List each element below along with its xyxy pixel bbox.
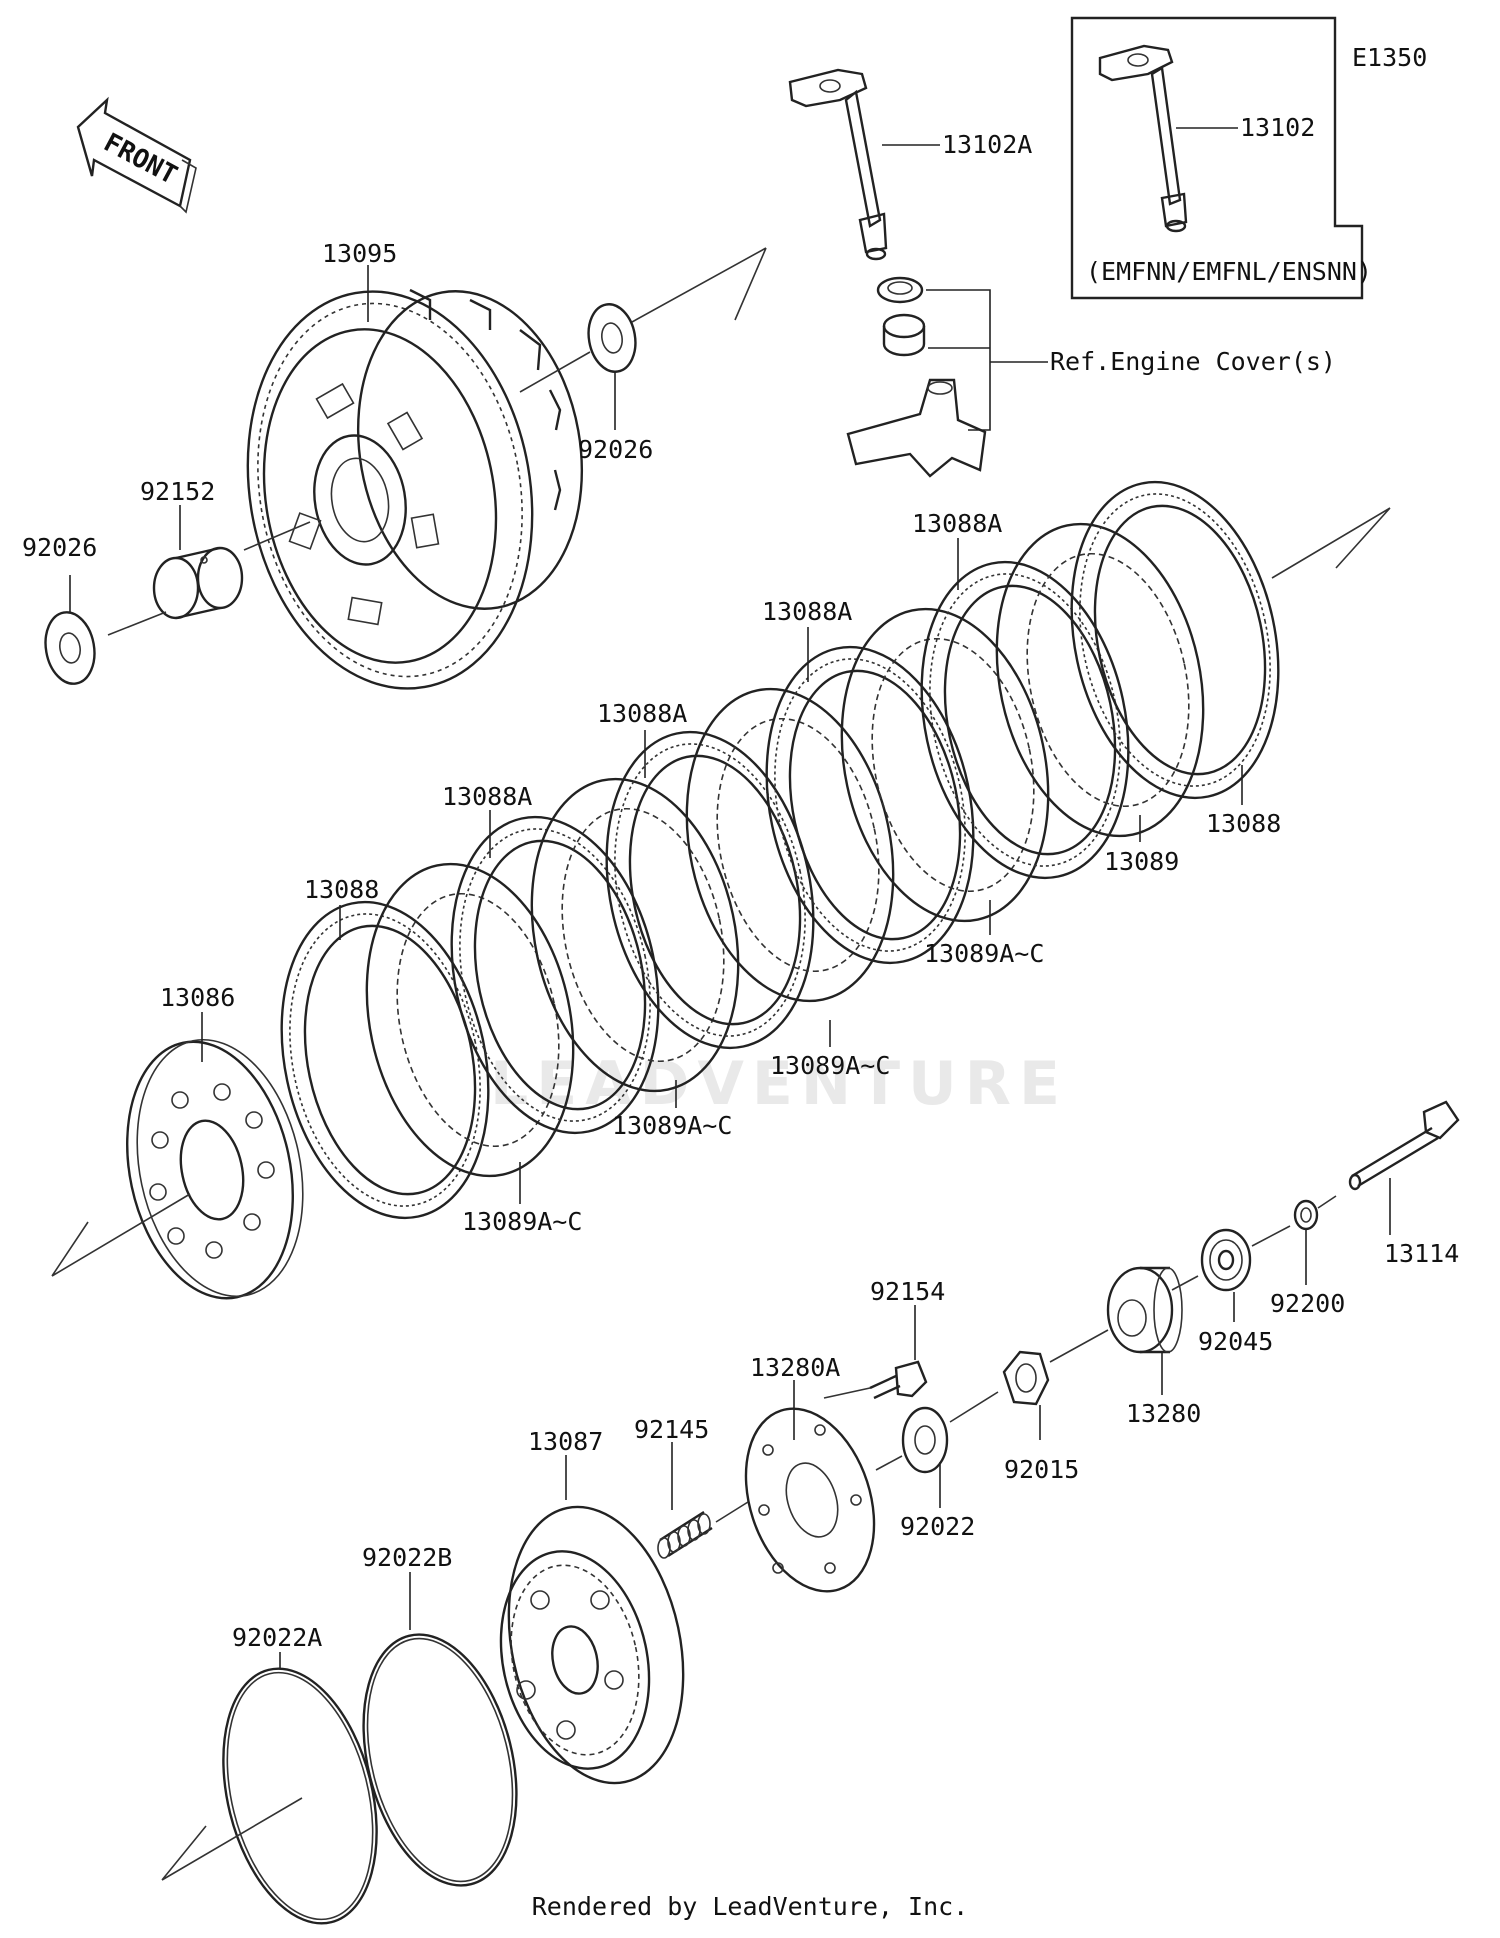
washer-92200: [1293, 1199, 1319, 1231]
bolt-13114: [1348, 1100, 1460, 1191]
label-92045: 92045: [1198, 1327, 1273, 1356]
friction-plate-13088A-2: [605, 730, 815, 1050]
steel-plate-13089AC-1: [365, 862, 575, 1178]
friction-plate-13088-left: [280, 900, 490, 1220]
steel-plate-13089AC-4: [840, 607, 1050, 923]
label-13102A: 13102A: [942, 130, 1032, 159]
label-92200: 92200: [1270, 1289, 1345, 1318]
nut-92015: [1002, 1350, 1050, 1406]
assembly-axis-bottom: [161, 1797, 303, 1881]
clutch-housing-13095: [246, 288, 584, 690]
collar-92152: [152, 546, 244, 620]
spring-92145: [657, 1510, 713, 1559]
label-92154: 92154: [870, 1277, 945, 1306]
label-13088-left: 13088: [304, 875, 379, 904]
friction-plate-13088A-4: [920, 560, 1130, 880]
footer-credit: Rendered by LeadVenture, Inc.: [531, 1892, 969, 1921]
variant-inset-box: [1070, 16, 1364, 300]
label-13089: 13089: [1104, 847, 1179, 876]
label-13089AC-3: 13089A~C: [770, 1051, 890, 1080]
label-92015: 92015: [1004, 1455, 1079, 1484]
label-13089AC-2: 13089A~C: [612, 1111, 732, 1140]
ref-engine-cover-note: Ref.Engine Cover(s): [1050, 347, 1336, 376]
diagram-code: E1350: [1352, 43, 1427, 72]
thrust-washer-92026-top: [587, 303, 637, 373]
o-ring-92022A: [222, 1667, 378, 1925]
label-13114: 13114: [1384, 1239, 1459, 1268]
pusher-13280: [1106, 1266, 1183, 1354]
engine-cover-boss: [846, 378, 987, 478]
variant-note: (EMFNN/EMFNL/ENSNN): [1086, 257, 1372, 286]
label-13087: 13087: [528, 1427, 603, 1456]
clutch-hub-13087: [499, 1505, 685, 1785]
friction-plate-13088A-3: [765, 645, 975, 965]
label-92145: 92145: [634, 1415, 709, 1444]
label-13089AC-1: 13089A~C: [462, 1207, 582, 1236]
assembly-axis-lower: [715, 1195, 1337, 1523]
friction-plate-13088-right: [1070, 480, 1280, 800]
washer-92022: [901, 1406, 949, 1474]
steel-plate-13089AC-3: [685, 687, 895, 1003]
assembly-axis-hub: [51, 1193, 191, 1277]
front-arrow-icon: FRONT: [76, 96, 197, 214]
label-13086: 13086: [160, 983, 235, 1012]
pressure-plate-13280A: [744, 1407, 876, 1593]
label-13095: 13095: [322, 239, 397, 268]
friction-plate-13088A-1: [450, 815, 660, 1135]
clutch-release-shaft-13102A: [788, 68, 888, 261]
clutch-plate-hub-13086: [126, 1038, 304, 1300]
needle-bearing: [882, 313, 926, 357]
label-13088A-4: 13088A: [912, 509, 1002, 538]
steel-plate-13089: [995, 522, 1205, 838]
clutch-pack: [280, 480, 1280, 1220]
assembly-axis-upper: [107, 247, 767, 636]
label-92026-left: 92026: [22, 533, 97, 562]
label-92022: 92022: [900, 1512, 975, 1541]
label-13280: 13280: [1126, 1399, 1201, 1428]
label-92152: 92152: [140, 477, 215, 506]
label-13088A-3: 13088A: [762, 597, 852, 626]
label-13088A-2: 13088A: [597, 699, 687, 728]
thrust-washer-92026-left: [44, 611, 96, 685]
front-label: FRONT: [99, 128, 182, 191]
clutch-release-shaft-13102: [1098, 44, 1188, 233]
label-92026-top: 92026: [578, 435, 653, 464]
label-13088-right: 13088: [1206, 809, 1281, 838]
label-92022A: 92022A: [232, 1623, 322, 1652]
assembly-axis-pack: [1271, 507, 1391, 579]
label-13280A: 13280A: [750, 1353, 840, 1382]
o-ring-92022B: [362, 1633, 518, 1887]
label-13102: 13102: [1240, 113, 1315, 142]
label-13088A-1: 13088A: [442, 782, 532, 811]
oil-seal: [876, 276, 924, 304]
bolt-92154: [869, 1360, 928, 1400]
steel-plate-13089AC-2: [530, 777, 740, 1093]
watermark: LEADVENTURE: [490, 1049, 1068, 1119]
label-13089AC-4: 13089A~C: [924, 939, 1044, 968]
label-92022B: 92022B: [362, 1543, 452, 1572]
ball-bearing-92045: [1200, 1228, 1252, 1292]
